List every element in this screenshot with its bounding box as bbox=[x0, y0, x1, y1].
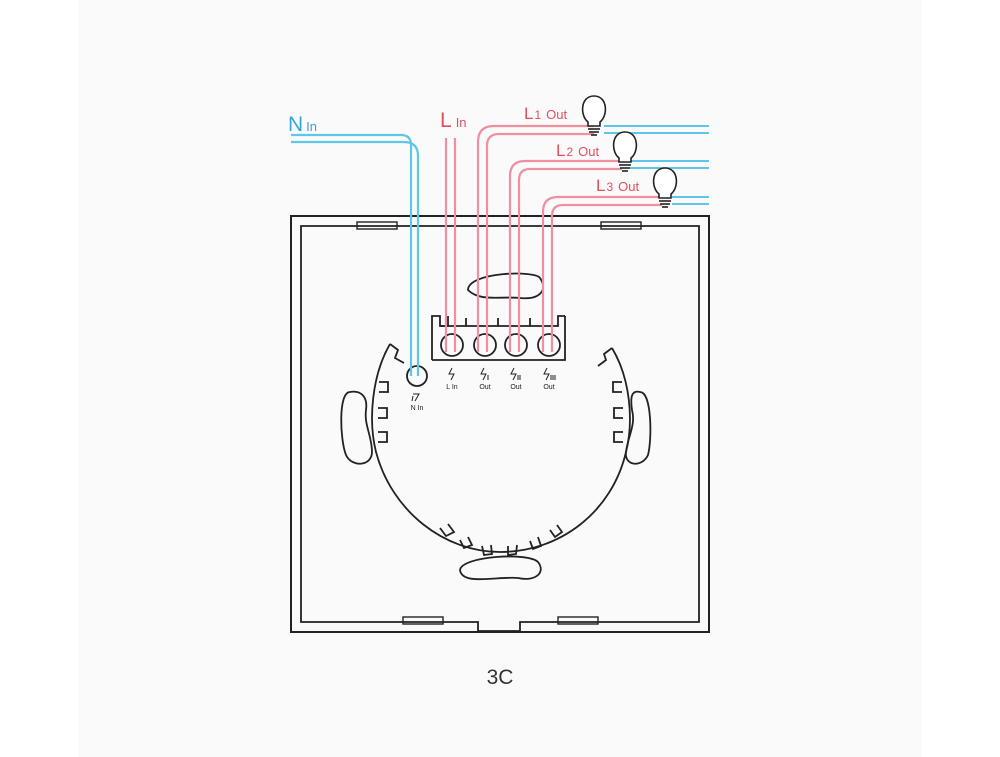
l1-out-strand-a bbox=[476, 124, 594, 352]
plate-clip-bottom-right bbox=[557, 616, 599, 625]
ring-notch-left bbox=[389, 343, 405, 364]
neutral-wire-strand-b bbox=[291, 140, 420, 376]
lightning-ii-icon bbox=[510, 367, 521, 381]
lightning-i-icon bbox=[480, 367, 489, 381]
plate-outer-frame bbox=[290, 215, 710, 633]
ring-tooth-right-1 bbox=[612, 381, 622, 393]
terminal-label-out-3: Out bbox=[543, 384, 554, 391]
plate-inner-frame bbox=[300, 225, 700, 632]
terminal-label-n-in: N In bbox=[411, 405, 424, 412]
ring-tooth-bottom-1 bbox=[439, 523, 456, 538]
ring-tooth-bottom-2 bbox=[459, 536, 474, 550]
live-wires bbox=[444, 124, 662, 352]
light-bulb-3-icon bbox=[652, 167, 678, 208]
terminal-icons bbox=[411, 367, 556, 402]
terminal-block-top bbox=[440, 315, 565, 327]
ring-tooth-right-2 bbox=[613, 407, 623, 419]
ring-tooth-left-1 bbox=[379, 381, 389, 393]
lightning-iii-icon bbox=[543, 367, 556, 381]
light-bulb-1-icon bbox=[581, 95, 607, 136]
neutral-icon bbox=[411, 393, 420, 402]
neutral-wire-strand-a bbox=[291, 133, 413, 376]
ring-tooth-left-2 bbox=[378, 407, 388, 419]
light-bulb-2-icon bbox=[612, 131, 638, 172]
l1-out-strand-b bbox=[485, 132, 594, 352]
ring-tooth-bottom-5 bbox=[529, 536, 543, 551]
neutral-wire bbox=[291, 133, 420, 376]
screw-slot-right bbox=[625, 390, 652, 465]
lightning-icon bbox=[448, 367, 455, 381]
diagram-caption: 3C bbox=[487, 666, 514, 689]
ring-notch-right bbox=[597, 347, 613, 367]
screw-slot-bottom bbox=[459, 555, 542, 581]
terminal-screw-l-in bbox=[440, 333, 464, 357]
ring-tooth-right-3 bbox=[613, 431, 623, 443]
l2-out-strand-a bbox=[508, 159, 622, 352]
terminal-screw-out-3 bbox=[537, 333, 561, 357]
light-bulb-icon bbox=[581, 95, 678, 208]
wall-plate bbox=[290, 215, 710, 633]
terminal-label-l-in: L In bbox=[446, 384, 458, 391]
terminal-block-frame bbox=[431, 315, 566, 361]
ring-tooth-left-3 bbox=[378, 431, 388, 443]
l3-out-strand-a bbox=[541, 195, 662, 352]
ring-tooth-bottom-3 bbox=[481, 544, 493, 556]
ring-tooth-bottom-4 bbox=[507, 544, 518, 557]
l3-out-strand-b bbox=[550, 203, 662, 352]
plate-clip-bottom-left bbox=[402, 616, 444, 625]
l2-out-strand-b bbox=[517, 167, 622, 352]
mounting-ring bbox=[371, 343, 631, 553]
terminal-label-out-1: Out bbox=[479, 384, 490, 391]
terminal-label-out-2: Out bbox=[510, 384, 521, 391]
terminal-screw-out-1 bbox=[473, 333, 497, 357]
plate-clip-top-right bbox=[600, 221, 642, 230]
screw-slot-top bbox=[467, 272, 544, 300]
terminal-dividers bbox=[465, 318, 531, 326]
screw-slot-left bbox=[340, 390, 373, 465]
terminal-screw-out-2 bbox=[504, 333, 528, 357]
mounting-body bbox=[340, 272, 652, 581]
plate-clip-top-left bbox=[356, 221, 398, 230]
ring-tooth-bottom-6 bbox=[549, 524, 564, 539]
